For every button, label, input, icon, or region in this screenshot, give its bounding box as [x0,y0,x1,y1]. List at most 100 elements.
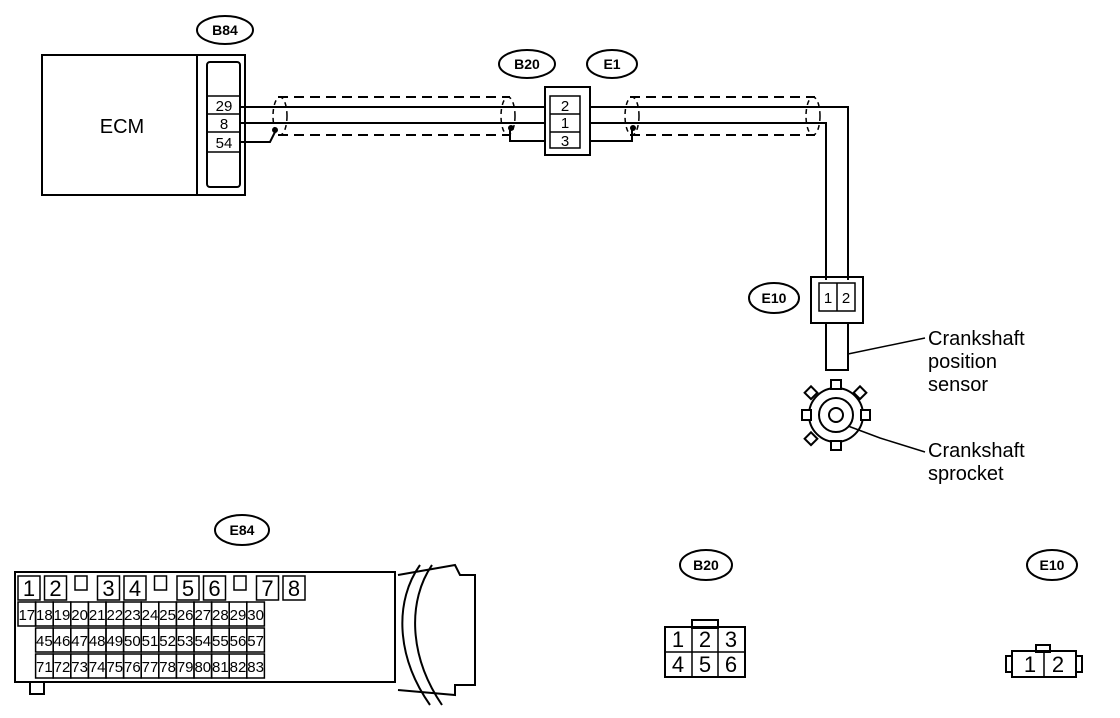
ecm-module: ECM 29 8 54 [41,54,246,196]
e10-face-view: 1 2 [1005,644,1083,678]
e84-pin-label: 47 [71,633,88,650]
connector-tag-b84: B84 [196,15,254,45]
svg-text:4: 4 [672,652,684,677]
e84-pin-label: 26 [177,607,194,624]
e84-pin-label: 51 [142,633,159,650]
e84-pin-label: 18 [36,607,53,624]
e84-pin-label: 25 [159,607,176,624]
e84-pin-label: 57 [247,633,264,650]
harness-junction-to-sensor [590,96,849,280]
svg-text:Crankshaft: Crankshaft [928,328,1025,350]
e84-pin-label: 53 [177,633,194,650]
harness-ecm-to-junction [240,96,545,143]
connector-tag-e84: E84 [214,514,270,546]
e84-pin-label: 21 [89,607,106,624]
junction-pin-1: 1 [561,115,569,132]
e84-pin-label: 24 [142,607,159,624]
e84-pin-cell [246,627,266,653]
sprocket-label: Crankshaft sprocket [847,425,1025,485]
svg-text:2: 2 [1052,652,1064,677]
svg-text:B84: B84 [212,22,238,38]
e84-pin-label: 77 [142,659,159,676]
svg-text:E84: E84 [230,522,255,538]
e84-pin-label: 72 [54,659,71,676]
e84-pin-label: 27 [194,607,211,624]
ecm-pin-29: 29 [216,98,233,115]
e84-pin-label: 56 [230,633,247,650]
e84-pin-cell [17,575,41,601]
connector-tag-e1: E1 [586,49,638,79]
connector-tag-e10-face: E10 [1026,549,1078,581]
svg-text:2: 2 [699,627,711,652]
crankshaft-sprocket [801,379,871,451]
e84-pin-cell [246,653,266,679]
e84-pin-label: 30 [247,607,264,624]
svg-text:1: 1 [1024,652,1036,677]
e84-pin-label: 28 [212,607,229,624]
e84-pin-label: 22 [106,607,123,624]
e84-pin-cell [43,575,68,601]
e84-pin-cell [282,575,306,601]
svg-text:position: position [928,351,997,373]
e84-pin-label: 2 [49,576,61,601]
svg-text:B20: B20 [514,56,540,72]
e84-key-notch [74,575,88,591]
svg-text:1: 1 [672,627,684,652]
e84-pin-label: 49 [106,633,123,650]
e84-pin-label: 82 [230,659,247,676]
e84-pin-label: 19 [54,607,71,624]
e84-pin-label: 81 [212,659,229,676]
junction-pin-2: 2 [561,98,569,115]
e84-pin-label: 78 [159,659,176,676]
svg-text:sprocket: sprocket [928,463,1004,485]
e84-pin-cell [246,601,266,627]
ecm-label: ECM [100,116,144,138]
e84-pin-cell [202,575,227,601]
svg-text:E1: E1 [603,56,620,72]
e84-pin-label: 80 [194,659,211,676]
e84-pin-label: 75 [106,659,123,676]
e84-pin-label: 74 [89,659,106,676]
sensor-connector-e10: 1 2 [810,276,864,371]
svg-text:3: 3 [725,627,737,652]
e84-pin-label: 6 [208,576,220,601]
e84-pin-label: 23 [124,607,141,624]
e84-pin-label: 83 [247,659,264,676]
e84-pin-label: 52 [159,633,176,650]
e84-pin-label: 1 [23,576,35,601]
e84-pin-label: 5 [182,576,194,601]
b20-face-view: 1 2 3 4 5 6 [664,619,746,678]
svg-text:Crankshaft: Crankshaft [928,440,1025,462]
e84-pin-cell [123,575,147,601]
svg-text:1: 1 [824,290,832,307]
e84-pin-label: 55 [212,633,229,650]
e84-pin-cell [96,575,121,601]
e84-pin-label: 29 [230,607,247,624]
e84-key-notch [233,575,247,591]
svg-text:E10: E10 [1040,557,1065,573]
connector-tag-b20-face: B20 [679,549,733,581]
e84-pin-label: 8 [288,576,300,601]
e84-pin-label: 54 [194,633,211,650]
e84-pin-label: 45 [36,633,53,650]
connector-tag-b20: B20 [498,49,556,79]
connector-tag-e10: E10 [748,282,800,314]
e84-pin-label: 20 [71,607,88,624]
e84-pin-label: 7 [261,576,273,601]
e84-key-notch [153,575,168,591]
junction-pin-3: 3 [561,133,569,150]
svg-text:B20: B20 [693,557,719,573]
e84-pin-label: 46 [54,633,71,650]
e84-pin-label: 79 [177,659,194,676]
e84-pin-label: 76 [124,659,141,676]
ecm-pin-54: 54 [216,135,233,152]
junction-connector: 2 1 3 [544,86,591,156]
svg-text:sensor: sensor [928,374,988,396]
e84-pin-label: 71 [36,659,53,676]
e84-pin-label: 50 [124,633,141,650]
svg-text:5: 5 [699,652,711,677]
svg-text:2: 2 [842,290,850,307]
svg-text:6: 6 [725,652,737,677]
